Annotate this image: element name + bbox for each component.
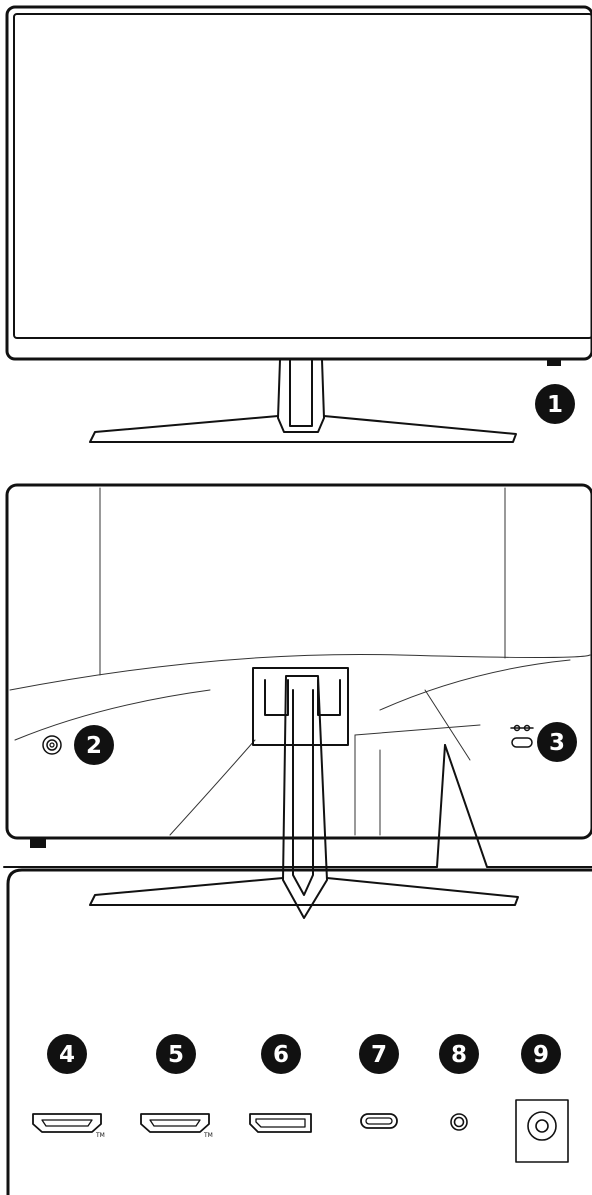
front-screen <box>13 13 592 339</box>
port-7: 7 <box>359 1034 399 1129</box>
badge-8-number: 8 <box>451 1042 467 1068</box>
usb-c-port-icon <box>360 1113 398 1129</box>
power-button <box>547 360 561 366</box>
badge-7: 7 <box>359 1034 399 1074</box>
hdmi-trademark: TM <box>95 1132 105 1139</box>
port-4: 4 TM <box>32 1034 105 1139</box>
badge-3: 3 <box>537 722 577 762</box>
hdmi-port-icon <box>32 1113 102 1133</box>
rear-view: 2 3 <box>5 483 592 919</box>
badge-6: 6 <box>261 1034 301 1074</box>
badge-4-number: 4 <box>59 1042 75 1068</box>
badge-1: 1 <box>535 384 575 424</box>
dc-power-jack-icon <box>515 1099 569 1163</box>
hdmi-port-icon <box>140 1113 210 1133</box>
badge-7-number: 7 <box>371 1042 387 1068</box>
joystick-button <box>42 735 62 755</box>
port-6: 6 <box>249 1034 312 1133</box>
rear-monitor-body <box>5 483 592 840</box>
port-9: 9 <box>515 1034 569 1163</box>
port-5: 5 TM <box>140 1034 213 1139</box>
audio-jack-icon <box>450 1113 468 1131</box>
badge-6-number: 6 <box>273 1042 289 1068</box>
io-panel-outline <box>6 868 592 1195</box>
badge-2-number: 2 <box>86 733 102 759</box>
rear-stand <box>89 675 519 919</box>
front-stand <box>89 359 517 443</box>
kensington-lock-icon <box>510 724 534 732</box>
hdmi-trademark: TM <box>203 1132 213 1139</box>
displayport-icon <box>249 1113 312 1133</box>
kensington-lock <box>510 724 534 748</box>
io-panel: 4 TM 5 TM 6 <box>6 868 592 1195</box>
badge-1-number: 1 <box>547 392 563 418</box>
badge-9-number: 9 <box>533 1042 549 1068</box>
badge-3-number: 3 <box>549 730 565 756</box>
badge-9: 9 <box>521 1034 561 1074</box>
front-view: 1 <box>5 5 592 443</box>
port-8: 8 <box>439 1034 479 1131</box>
rear-housing-contours <box>9 487 591 836</box>
front-monitor-bezel <box>5 5 592 361</box>
rear-foot-button <box>30 838 46 848</box>
badge-5: 5 <box>156 1034 196 1074</box>
joystick-button-icon <box>42 735 62 755</box>
badge-5-number: 5 <box>168 1042 184 1068</box>
badge-2: 2 <box>74 725 114 765</box>
rear-stand-mount <box>252 667 349 746</box>
callout-lines <box>3 744 592 868</box>
badge-4: 4 <box>47 1034 87 1074</box>
badge-8: 8 <box>439 1034 479 1074</box>
